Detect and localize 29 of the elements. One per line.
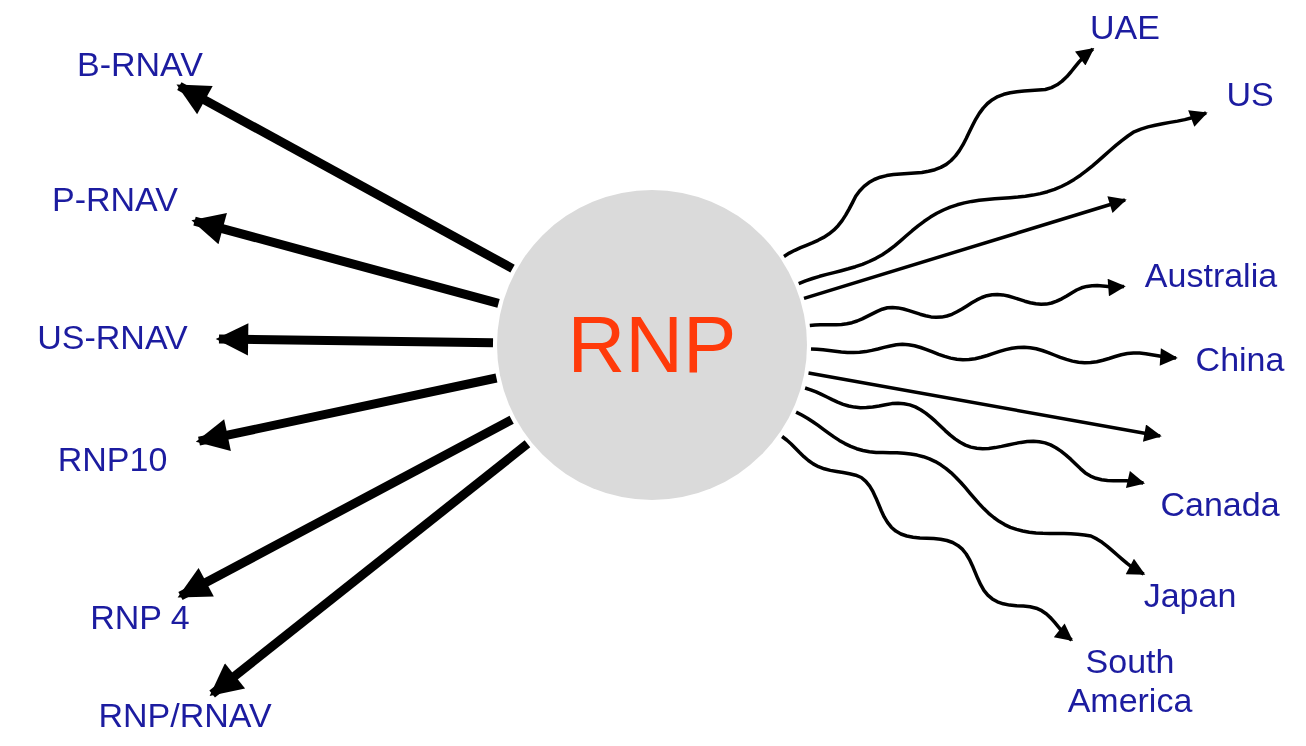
arrow [795,410,1146,576]
arrow [804,386,1145,489]
label-text: China [1180,340,1300,380]
arrow [215,323,494,356]
label-text: Australia [1128,256,1294,296]
arrow [808,371,1162,442]
arrow [798,110,1208,286]
arrow [809,278,1126,328]
label-text: US [1210,75,1290,115]
label-text: P-RNAV [20,180,210,220]
label-text: UAE [1070,8,1180,48]
label-text: South America [1045,642,1215,721]
label-text: Canada [1140,485,1300,525]
label-text: RNP 4 [60,598,220,638]
arrow [191,213,500,308]
arrow [783,47,1095,258]
arrow [781,435,1073,642]
circle-label: RNP [567,299,737,391]
label-text: RNP/RNAV [60,696,310,736]
label-text: Japan [1125,576,1255,616]
arrow [177,415,514,600]
label-text: B-RNAV [40,45,240,85]
label-text: RNP10 [30,440,195,480]
arrow [803,196,1127,301]
label-text: US-RNAV [10,318,215,358]
arrow [176,82,515,273]
arrow [195,373,498,451]
arrow [810,342,1178,366]
arrow [209,440,531,698]
